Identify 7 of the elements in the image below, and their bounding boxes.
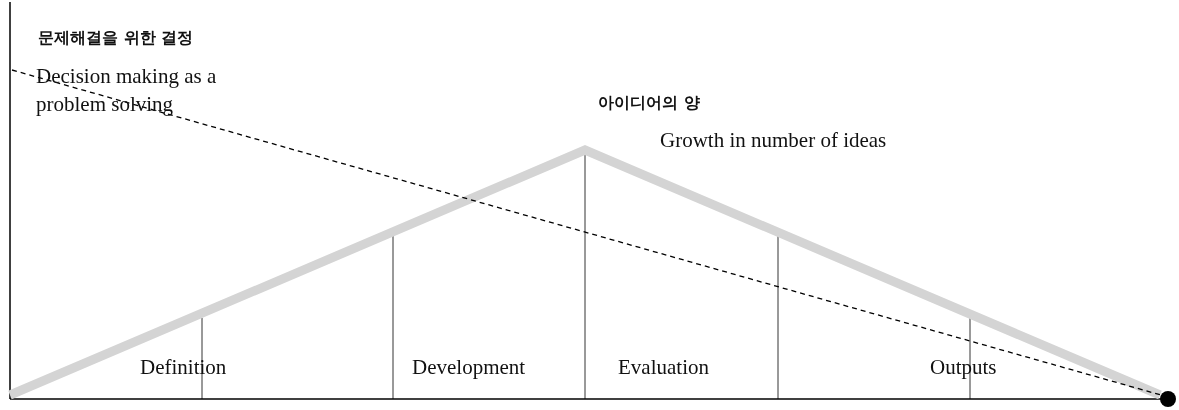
phase-label: Outputs (930, 354, 997, 381)
heading: 아이디어의 양 (598, 93, 700, 114)
heading: 문제해결을 위한 결정 (38, 28, 194, 49)
phase-label: Definition (140, 354, 227, 381)
description: Growth in number of ideas (660, 127, 887, 154)
phase-label: Evaluation (618, 354, 709, 381)
phase-label: Development (412, 354, 526, 381)
